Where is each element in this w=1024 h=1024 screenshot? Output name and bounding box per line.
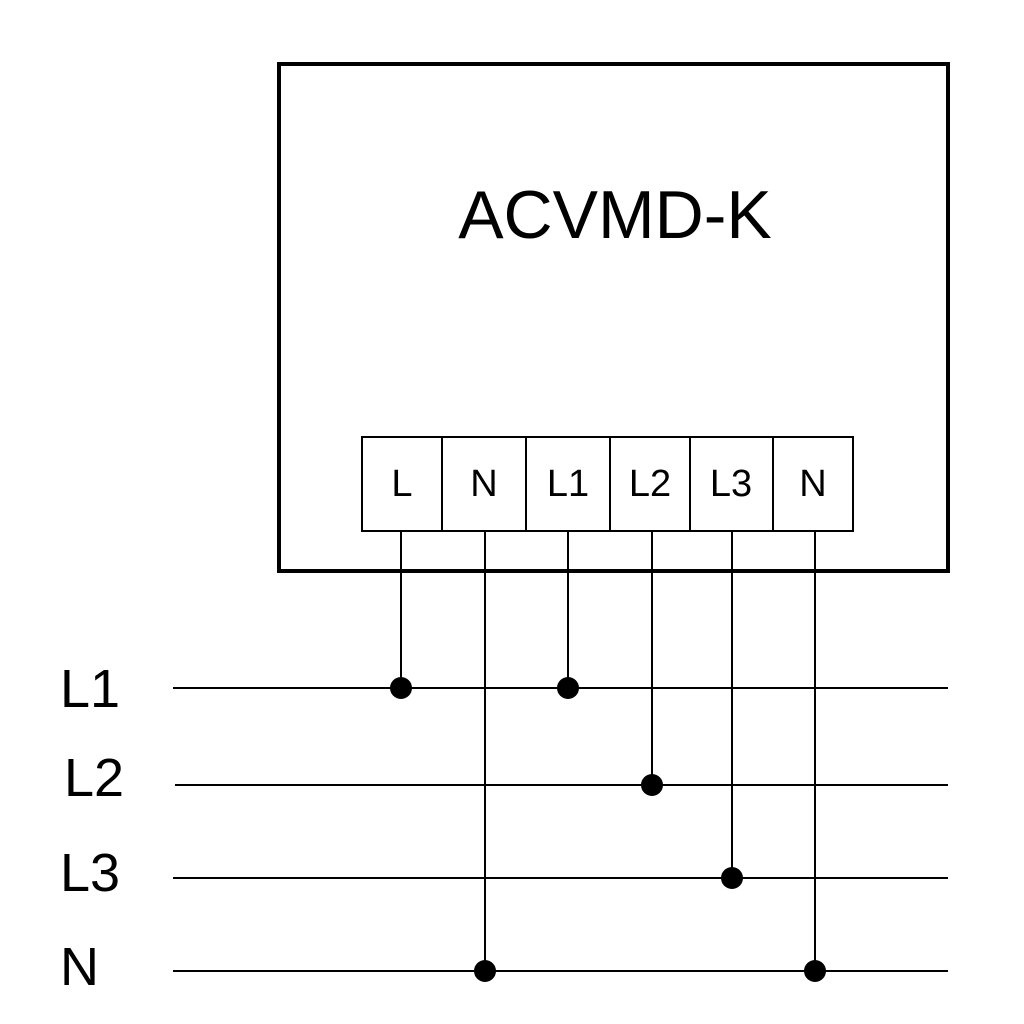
terminal-block: L N L1 L2 L3 N — [361, 436, 854, 532]
terminal-label: L — [391, 463, 412, 505]
bus-labels: L1 L2 L3 N — [60, 659, 124, 997]
terminal-label: N — [470, 463, 497, 505]
terminal-cell — [441, 436, 527, 532]
connection-wires — [400, 531, 816, 971]
junction-dot — [721, 867, 743, 889]
terminal-cell — [772, 436, 854, 532]
junction-dot — [557, 677, 579, 699]
device-title: ACVMD-K — [458, 177, 772, 253]
device-box — [277, 62, 950, 573]
bus-label: L2 — [64, 748, 124, 808]
bus-label: L3 — [60, 843, 120, 903]
terminal-label: L3 — [710, 463, 752, 505]
junction-dot — [474, 960, 496, 982]
junction-dot — [804, 960, 826, 982]
terminal-label: L1 — [547, 463, 589, 505]
bus-label: N — [60, 937, 99, 997]
junctions — [390, 677, 826, 982]
bus-label: L1 — [60, 659, 120, 719]
terminal-label: L2 — [629, 463, 671, 505]
junction-dot — [390, 677, 412, 699]
bus-lines — [173, 687, 948, 972]
junction-dot — [641, 774, 663, 796]
terminal-label: N — [799, 463, 826, 505]
terminal-cell — [609, 436, 691, 532]
